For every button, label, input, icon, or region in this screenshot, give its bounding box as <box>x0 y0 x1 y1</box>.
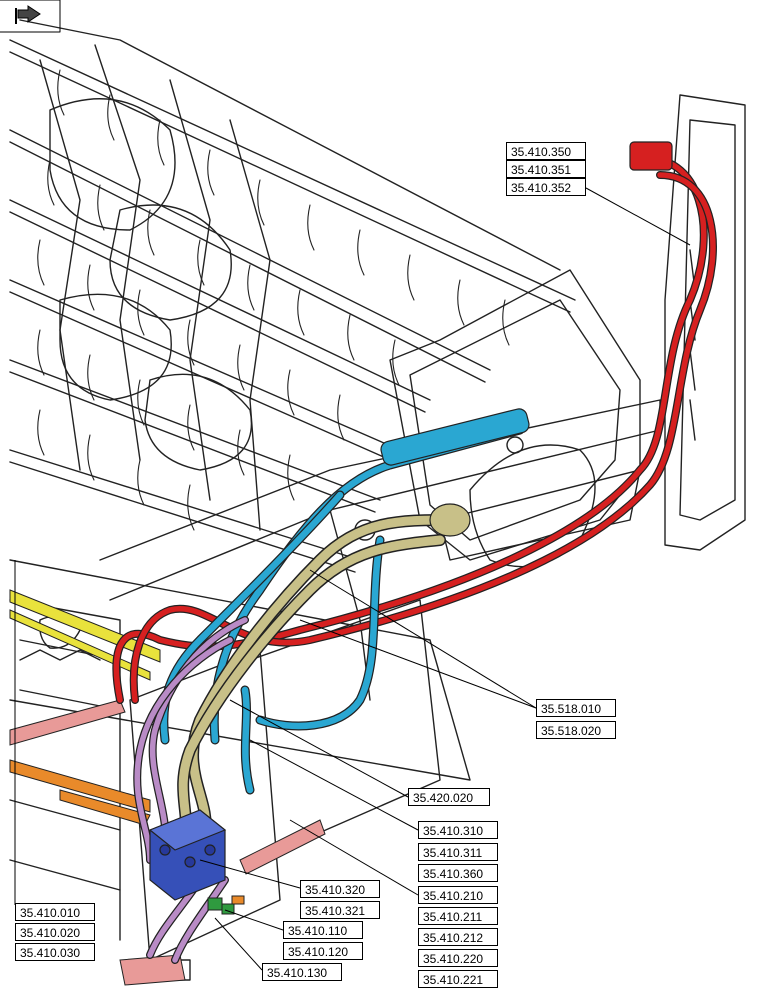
pink-frame-tube <box>9 699 126 746</box>
valve-block <box>148 809 227 901</box>
callout-35-410-120[interactable]: 35.410.120 <box>283 942 363 960</box>
pink-frame-tube-2 <box>239 819 326 875</box>
khaki-hoses <box>177 503 471 846</box>
callout-35-410-352[interactable]: 35.410.352 <box>506 178 586 196</box>
callout-35-410-221[interactable]: 35.410.221 <box>418 970 498 988</box>
callout-35-410-351[interactable]: 35.410.351 <box>506 160 586 178</box>
callout-35-518-020[interactable]: 35.518.020 <box>536 721 616 739</box>
pink-skid-plate <box>119 954 186 986</box>
callout-35-410-321[interactable]: 35.410.321 <box>300 901 380 919</box>
callout-35-410-010[interactable]: 35.410.010 <box>15 903 95 921</box>
callout-35-410-220[interactable]: 35.410.220 <box>418 949 498 967</box>
reel-frame <box>9 19 641 573</box>
callout-35-410-020[interactable]: 35.410.020 <box>15 923 95 941</box>
callout-35-410-311[interactable]: 35.410.311 <box>418 843 498 861</box>
callout-35-410-110[interactable]: 35.410.110 <box>283 921 363 939</box>
return-arrow-icon <box>15 5 41 24</box>
leader-lines <box>14 187 691 971</box>
callout-35-410-360[interactable]: 35.410.360 <box>418 864 498 882</box>
callout-35-410-320[interactable]: 35.410.320 <box>300 880 380 898</box>
green-fittings <box>207 895 245 915</box>
callout-35-420-020[interactable]: 35.420.020 <box>408 788 490 806</box>
callout-35-410-211[interactable]: 35.410.211 <box>418 907 498 925</box>
callout-35-410-030[interactable]: 35.410.030 <box>15 943 95 961</box>
callout-35-410-310[interactable]: 35.410.310 <box>418 821 498 839</box>
reel-tines <box>37 69 510 531</box>
callout-35-410-210[interactable]: 35.410.210 <box>418 886 498 904</box>
callout-35-410-350[interactable]: 35.410.350 <box>506 142 586 160</box>
callout-35-410-130[interactable]: 35.410.130 <box>262 963 342 981</box>
red-hoses <box>112 141 717 704</box>
back-nav-button[interactable] <box>8 4 56 30</box>
orange-frame-rail <box>9 759 151 813</box>
callout-35-410-212[interactable]: 35.410.212 <box>418 928 498 946</box>
callout-35-518-010[interactable]: 35.518.010 <box>536 699 616 717</box>
